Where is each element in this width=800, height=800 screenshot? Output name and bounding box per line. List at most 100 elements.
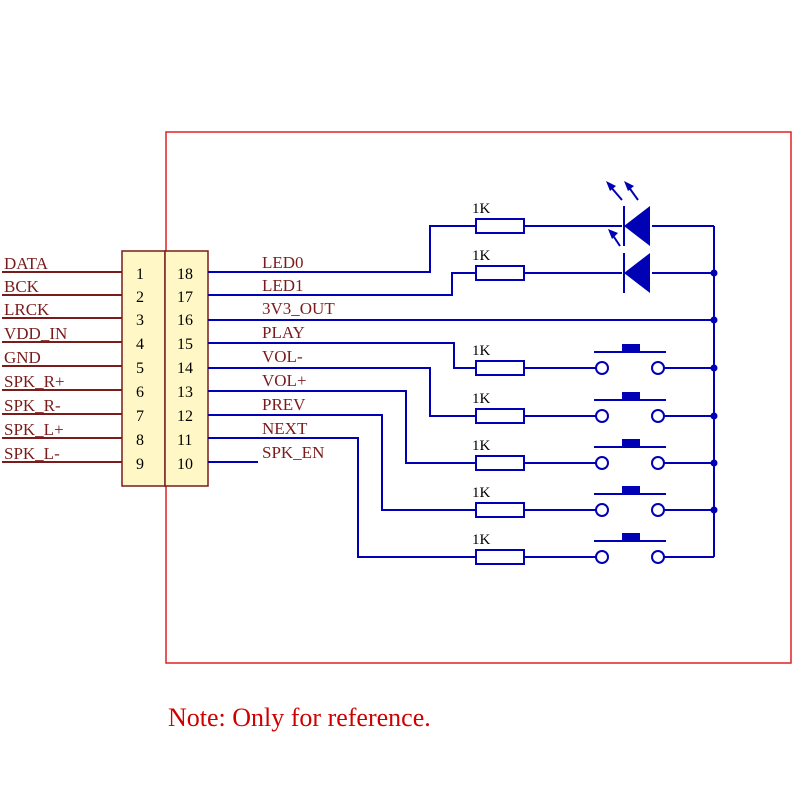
button-cap [622, 533, 640, 541]
right-label-led1: LED1 [262, 276, 304, 295]
pin-number-3: 3 [136, 312, 144, 329]
resistor-label: 1K [472, 438, 491, 454]
pin-number-11: 11 [177, 432, 192, 449]
pushbutton-prev [594, 486, 666, 517]
right-label-prev: PREV [262, 395, 306, 414]
left-label-4: VDD_IN [4, 324, 67, 343]
resistor-prev [475, 502, 525, 518]
junction-dots [710, 269, 718, 514]
wire-prev [208, 414, 476, 511]
wire-led1 [208, 272, 476, 296]
resistor-play [475, 360, 525, 376]
junction-dot [710, 316, 718, 324]
led-0 [606, 181, 650, 247]
pin-number-16: 16 [177, 312, 193, 329]
resistor-led0 [475, 218, 525, 234]
right-label-vol-minus: VOL- [262, 347, 303, 366]
resistor-label: 1K [472, 391, 491, 407]
button-contact [651, 361, 665, 375]
right-label-spk-en: SPK_EN [262, 443, 324, 462]
reference-note: Note: Only for reference. [168, 703, 431, 732]
pin-number-4: 4 [136, 336, 144, 353]
left-label-7: SPK_R- [4, 396, 61, 415]
pin-number-12: 12 [177, 408, 193, 425]
junction-dot [710, 269, 718, 277]
led-1-triangle-icon [624, 253, 650, 293]
left-label-8: SPK_L+ [4, 420, 64, 439]
left-pin-group: DATA BCK LRCK VDD_IN GND SPK_R+ SPK_R- S… [2, 254, 144, 473]
pin-number-5: 5 [136, 360, 144, 377]
button-contact [595, 456, 609, 470]
button-contact [651, 456, 665, 470]
button-cap [622, 344, 640, 352]
led-0-emit-arrowhead-icon [606, 181, 616, 191]
pushbutton-vol-plus [594, 439, 666, 470]
left-label-6: SPK_R+ [4, 372, 65, 391]
pushbutton-play [594, 344, 666, 375]
button-cap [622, 486, 640, 494]
wire-led0 [208, 225, 476, 273]
right-label-led0: LED0 [262, 253, 304, 272]
pin-number-17: 17 [177, 289, 193, 306]
pin-number-18: 18 [177, 266, 193, 283]
resistor-vol-minus [475, 408, 525, 424]
right-label-vol-plus: VOL+ [262, 371, 307, 390]
right-label-play: PLAY [262, 323, 305, 342]
button-contact [595, 361, 609, 375]
left-label-9: SPK_L- [4, 444, 60, 463]
wire-play [208, 342, 476, 369]
right-label-next: NEXT [262, 419, 308, 438]
button-cap [622, 392, 640, 400]
led-0-emit-arrowhead-icon [624, 181, 634, 191]
resistor-label: 1K [472, 201, 491, 217]
wire-next [208, 437, 476, 558]
wire-vol-plus [208, 390, 476, 464]
button-cap [622, 439, 640, 447]
button-contact [595, 503, 609, 517]
button-contact [651, 503, 665, 517]
connector-left-half [121, 250, 166, 487]
resistor-next [475, 549, 525, 565]
resistor-vol-plus [475, 455, 525, 471]
resistor-label: 1K [472, 343, 491, 359]
signal-wires [208, 225, 715, 558]
junction-dot [710, 459, 718, 467]
left-label-5: GND [4, 348, 41, 367]
button-contact [651, 409, 665, 423]
resistors: 1K 1K 1K 1K 1K 1K 1K [472, 201, 525, 565]
pushbuttons [594, 344, 666, 564]
pin-number-10: 10 [177, 456, 193, 473]
pin-number-14: 14 [177, 360, 193, 377]
pin-number-13: 13 [177, 384, 193, 401]
pushbutton-vol-minus [594, 392, 666, 423]
left-label-2: BCK [4, 277, 40, 296]
resistor-label: 1K [472, 248, 491, 264]
left-label-1: DATA [4, 254, 49, 273]
resistor-led1 [475, 265, 525, 281]
resistor-label: 1K [472, 485, 491, 501]
pin-number-2: 2 [136, 289, 144, 306]
led-1 [623, 253, 650, 293]
resistor-label: 1K [472, 532, 491, 548]
led-0-emit-arrowhead-icon [608, 229, 618, 239]
led-0-triangle-icon [624, 206, 650, 246]
junction-dot [710, 364, 718, 372]
pin-number-7: 7 [136, 408, 144, 425]
wire-vol-minus [208, 367, 476, 417]
pin-number-9: 9 [136, 456, 144, 473]
pushbutton-next [594, 533, 666, 564]
button-contact [595, 550, 609, 564]
right-label-3v3-out: 3V3_OUT [262, 299, 335, 318]
pin-number-6: 6 [136, 384, 144, 401]
button-contact [595, 409, 609, 423]
pin-number-1: 1 [136, 266, 144, 283]
left-label-3: LRCK [4, 300, 50, 319]
junction-dot [710, 506, 718, 514]
pin-number-8: 8 [136, 432, 144, 449]
button-contact [651, 550, 665, 564]
pin-number-15: 15 [177, 336, 193, 353]
connector-right-half [164, 250, 209, 487]
right-pin-group: 18 17 16 15 14 13 12 11 10 LED0 LED1 3V3… [177, 253, 335, 473]
junction-dot [710, 412, 718, 420]
